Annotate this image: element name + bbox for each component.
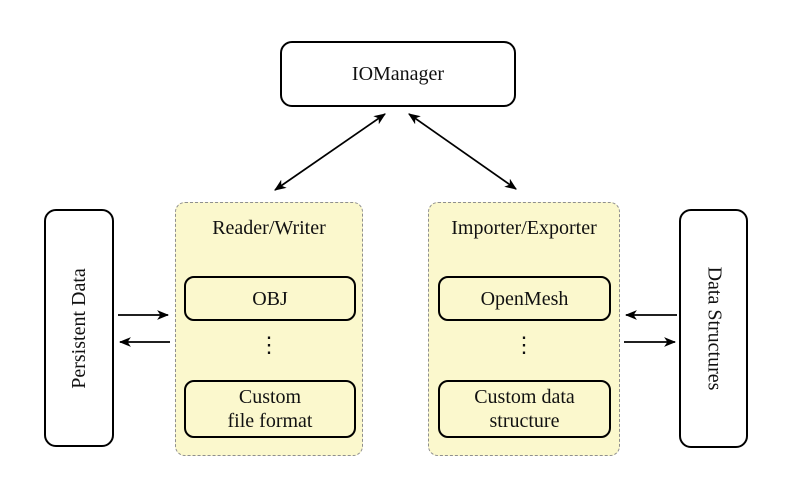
importer-exporter-title: Importer/Exporter — [451, 217, 597, 239]
openmesh-label: OpenMesh — [480, 287, 569, 310]
node-custom-file-format: Custom file format — [184, 380, 356, 438]
node-iomanager: IOManager — [280, 41, 516, 107]
node-data-structures: Data Structures — [679, 209, 748, 448]
arrow-iomanager-readerwriter — [274, 113, 386, 191]
custom-data-structure-line2: structure — [489, 410, 560, 432]
node-openmesh: OpenMesh — [438, 276, 611, 321]
group-reader-writer: Reader/Writer OBJ ⋮ Custom file format — [175, 202, 363, 456]
node-custom-data-structure: Custom data structure — [438, 380, 611, 438]
obj-label: OBJ — [252, 287, 288, 310]
custom-file-format-line2: file format — [227, 410, 313, 432]
node-obj: OBJ — [184, 276, 356, 321]
ellipsis-reader-writer: ⋮ — [258, 332, 280, 357]
custom-data-structure-line1: Custom data — [474, 386, 575, 408]
iomanager-label: IOManager — [351, 62, 445, 85]
data-structures-label: Data Structures — [703, 266, 726, 391]
arrow-iomanager-importerexporter — [408, 113, 517, 190]
node-persistent-data: Persistent Data — [44, 209, 114, 447]
custom-file-format-line1: Custom — [238, 386, 302, 408]
group-importer-exporter: Importer/Exporter OpenMesh ⋮ Custom data… — [428, 202, 620, 456]
reader-writer-title: Reader/Writer — [212, 217, 326, 239]
ellipsis-importer-exporter: ⋮ — [513, 332, 535, 357]
persistent-data-label: Persistent Data — [67, 267, 90, 389]
